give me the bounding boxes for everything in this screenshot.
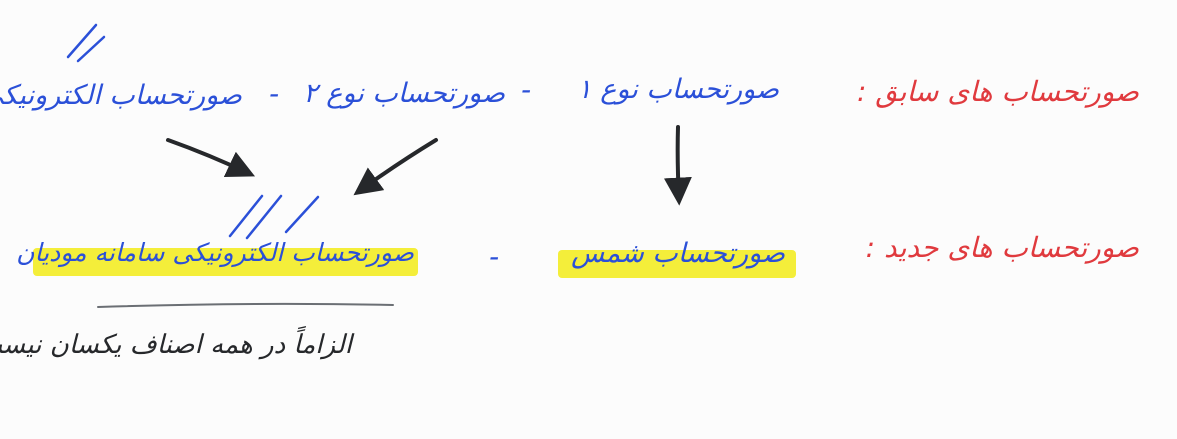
note-text: الزاماً در همه اصناف یکسان نیست [0, 330, 352, 360]
hatch-marks-new-moadian [228, 194, 320, 240]
old-separator-1: - [521, 73, 532, 106]
old-separator-2: - [269, 77, 280, 110]
old-item-type2: صورتحساب نوع ۲ [303, 78, 505, 109]
highlight-shams [558, 250, 796, 278]
underline-moadian [97, 302, 394, 308]
arrow-type2-to-moadian [353, 138, 438, 196]
old-item-electronic: صورتحساب الکترونیکی [0, 80, 242, 111]
hatch-marks-old-electronic [66, 23, 106, 63]
highlight-moadian [33, 248, 418, 276]
arrow-electronic-to-moadian [166, 138, 256, 178]
arrow-type1-to-shams [663, 125, 692, 206]
old-invoices-label: صورتحساب های سابق : [857, 75, 1139, 108]
new-item-shams: صورتحساب شمس [571, 238, 785, 269]
new-invoices-label: صورتحساب های جدید : [865, 231, 1139, 264]
old-item-type1: صورتحساب نوع ۱ [577, 74, 779, 105]
new-item-moadian: صورتحساب الکترونیکی سامانه مودیان [16, 238, 414, 267]
new-separator: - [489, 240, 500, 273]
